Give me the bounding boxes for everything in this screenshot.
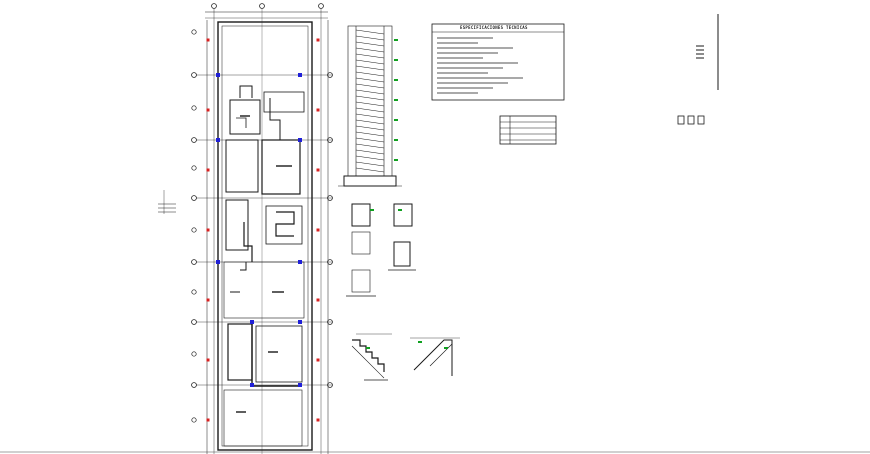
grid-bubble — [191, 417, 197, 423]
grid-bubble — [327, 319, 333, 325]
hatch-line — [355, 35, 385, 41]
rebar-marker — [316, 418, 320, 422]
rebar-marker — [316, 228, 320, 232]
annotation-marker — [394, 79, 398, 81]
hatch-line — [355, 119, 385, 125]
hatch-line — [355, 161, 385, 167]
grid-bubble — [191, 105, 197, 111]
grid-bubble — [327, 195, 333, 201]
hatch-line — [355, 131, 385, 137]
annotation-marker — [394, 119, 398, 121]
rebar-marker — [316, 358, 320, 362]
hatch-line — [355, 143, 385, 149]
annotation-marker — [394, 139, 398, 141]
hatch-line — [355, 41, 385, 47]
spec-table-title: ESPECIFICACIONES TECNICAS — [460, 25, 528, 30]
grid-bubble — [327, 72, 333, 78]
column-marker — [250, 383, 254, 387]
column-elevation-detail — [338, 25, 402, 187]
grid-bubble — [191, 259, 197, 265]
column-marker — [216, 260, 220, 264]
grid-bubble — [191, 319, 197, 325]
column-marker — [298, 73, 302, 77]
rebar-marker — [316, 298, 320, 302]
annotation-marker — [370, 209, 374, 211]
column-marker — [216, 138, 220, 142]
grid-bubble — [211, 3, 217, 9]
annotation-marker — [418, 341, 422, 343]
rebar-marker — [316, 108, 320, 112]
hatch-line — [355, 167, 385, 173]
colored-markers — [206, 38, 448, 422]
hatch-line — [355, 65, 385, 71]
column-marker — [250, 320, 254, 324]
column-marker — [298, 260, 302, 264]
grid-bubble — [191, 72, 197, 78]
hatch-line — [355, 89, 385, 95]
grid-bubble — [191, 351, 197, 357]
rebar-marker — [206, 358, 210, 362]
rebar-marker — [206, 38, 210, 42]
hatch-line — [355, 53, 385, 59]
stair-section-details — [351, 333, 460, 381]
grid-bubble — [191, 165, 197, 171]
hatch-line — [355, 47, 385, 53]
column-marker — [298, 138, 302, 142]
legend-block — [677, 14, 719, 125]
hatch-line — [355, 101, 385, 107]
annotation-marker — [394, 39, 398, 41]
rebar-marker — [316, 168, 320, 172]
hatch-line — [355, 29, 385, 35]
rebar-marker — [206, 298, 210, 302]
hatch-line — [355, 137, 385, 143]
grid-bubble — [327, 382, 333, 388]
rebar-marker — [206, 418, 210, 422]
annotation-marker — [398, 209, 402, 211]
grid-bubble — [327, 137, 333, 143]
hatch-line — [355, 113, 385, 119]
grid-bubble — [191, 289, 197, 295]
hatch-line — [355, 155, 385, 161]
hatch-line — [355, 71, 385, 77]
grid-bubble — [191, 227, 197, 233]
rebar-marker — [206, 168, 210, 172]
grid-bubble — [259, 3, 265, 9]
grid-bubble — [191, 195, 197, 201]
annotation-marker — [394, 159, 398, 161]
grid-bubble — [318, 3, 324, 9]
grid-bubble — [191, 29, 197, 35]
hatch-line — [355, 59, 385, 65]
rebar-marker — [206, 108, 210, 112]
technical-specifications-table — [431, 23, 565, 145]
footing-details — [346, 203, 416, 297]
hatch-line — [355, 149, 385, 155]
grid-bubble — [191, 137, 197, 143]
hatch-line — [355, 125, 385, 131]
column-marker — [298, 383, 302, 387]
grid-bubble — [191, 382, 197, 388]
foundation-floor-plan — [0, 3, 870, 454]
rebar-marker — [316, 38, 320, 42]
hatch-line — [355, 77, 385, 83]
column-marker — [216, 73, 220, 77]
annotation-marker — [444, 347, 448, 349]
column-marker — [298, 320, 302, 324]
annotation-marker — [394, 99, 398, 101]
hatch-line — [355, 95, 385, 101]
hatch-line — [355, 107, 385, 113]
annotation-marker — [366, 347, 370, 349]
annotation-marker — [394, 59, 398, 61]
hatch-line — [355, 83, 385, 89]
rebar-marker — [206, 228, 210, 232]
grid-bubble — [327, 259, 333, 265]
